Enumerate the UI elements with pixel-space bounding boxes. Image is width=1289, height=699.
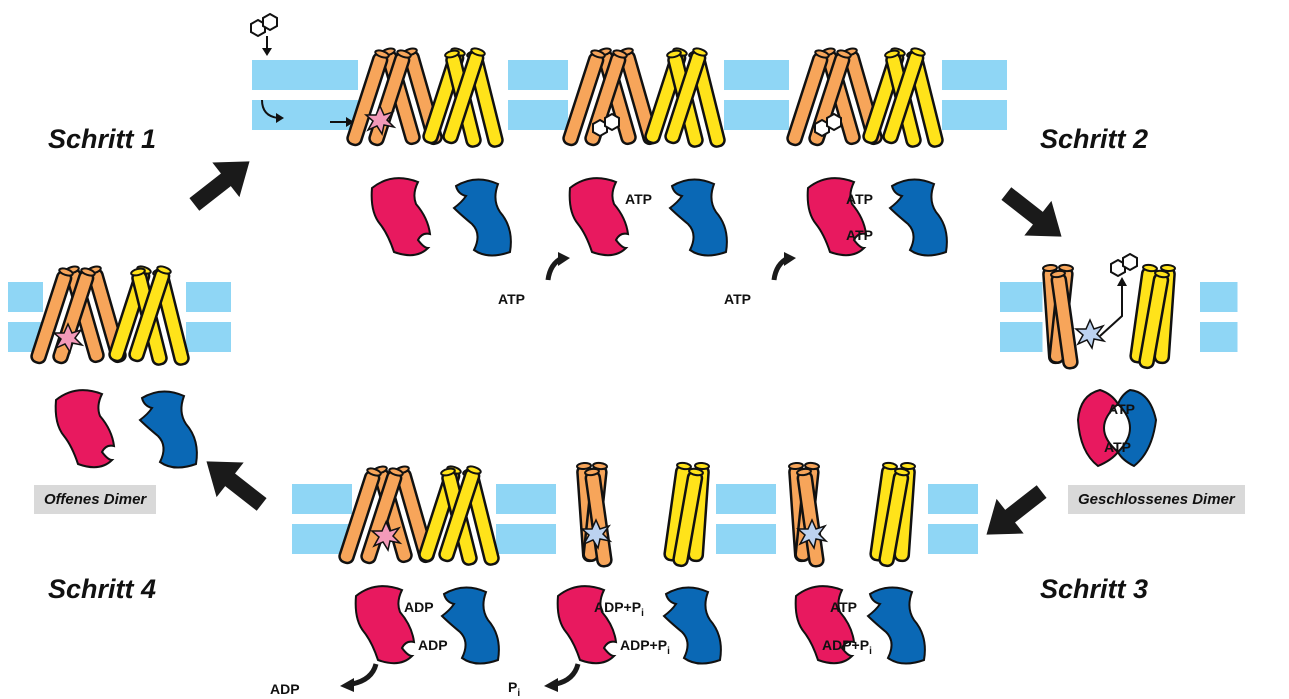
cycle-arrow-step1: [181, 144, 263, 222]
membrane-left-b: [186, 282, 231, 352]
tmd-right: [1043, 264, 1175, 369]
membrane-bottom-2: [496, 484, 556, 554]
step-4-label: Schritt 4: [48, 574, 156, 605]
membrane-right-b: [1200, 282, 1238, 352]
atp-input-label-1: ATP: [498, 291, 525, 307]
nbd-left: [56, 390, 197, 467]
pi-release-arrow: [544, 664, 578, 692]
substrate-exiting: [1100, 254, 1137, 336]
atp-label-right-b: ATP: [1104, 439, 1131, 455]
atp-label-right-a: ATP: [1108, 401, 1135, 417]
atp-label-top-3a: ATP: [846, 191, 873, 207]
step-1-label: Schritt 1: [48, 124, 156, 155]
membrane-top-2: [508, 60, 568, 130]
membrane-right-a: [1000, 282, 1043, 352]
step-2-label: Schritt 2: [1040, 124, 1148, 155]
tmd-top-3: [786, 47, 944, 148]
atp-label-top-2: ATP: [625, 191, 652, 207]
cycle-arrow-step3: [973, 474, 1055, 552]
tmd-top-2: [562, 47, 726, 148]
pi-release-label: Pi: [508, 679, 520, 699]
atp-input-arrow-2: [774, 252, 796, 280]
membrane-top-1: [252, 60, 358, 130]
cycle-arrow-step2: [993, 176, 1075, 254]
membrane-top-3: [724, 60, 789, 130]
adp-release-label: ADP: [270, 681, 300, 697]
tmd-top-1: [346, 47, 504, 148]
open-dimer-label: Offenes Dimer: [34, 485, 156, 514]
adp-release-arrow: [340, 664, 376, 692]
step-3-label: Schritt 3: [1040, 574, 1148, 605]
closed-dimer-label: Geschlossenes Dimer: [1068, 485, 1245, 514]
nbd-top-1: [372, 178, 511, 255]
tmd-left: [30, 265, 190, 366]
membrane-bottom-4: [928, 484, 978, 554]
atp-label-top-3b: ATP: [846, 227, 873, 243]
adp-pi-label-bottom-2b: ADP+Pi: [620, 637, 670, 657]
atp-input-label-2: ATP: [724, 291, 751, 307]
tmd-bottom-3: [789, 462, 915, 567]
membrane-bottom-3: [716, 484, 776, 554]
nbd-top-3: [808, 178, 947, 255]
atp-label-bottom-3: ATP: [830, 599, 857, 615]
nbd-top-2: [570, 178, 727, 255]
adp-label-bottom-1b: ADP: [418, 637, 448, 653]
adp-label-bottom-1a: ADP: [404, 599, 434, 615]
tmd-bottom-1: [338, 465, 500, 566]
membrane-top-4: [942, 60, 1007, 130]
atp-input-arrow-1: [548, 252, 570, 280]
tmd-bottom-2: [577, 462, 709, 567]
cycle-arrow-step4: [193, 444, 275, 522]
